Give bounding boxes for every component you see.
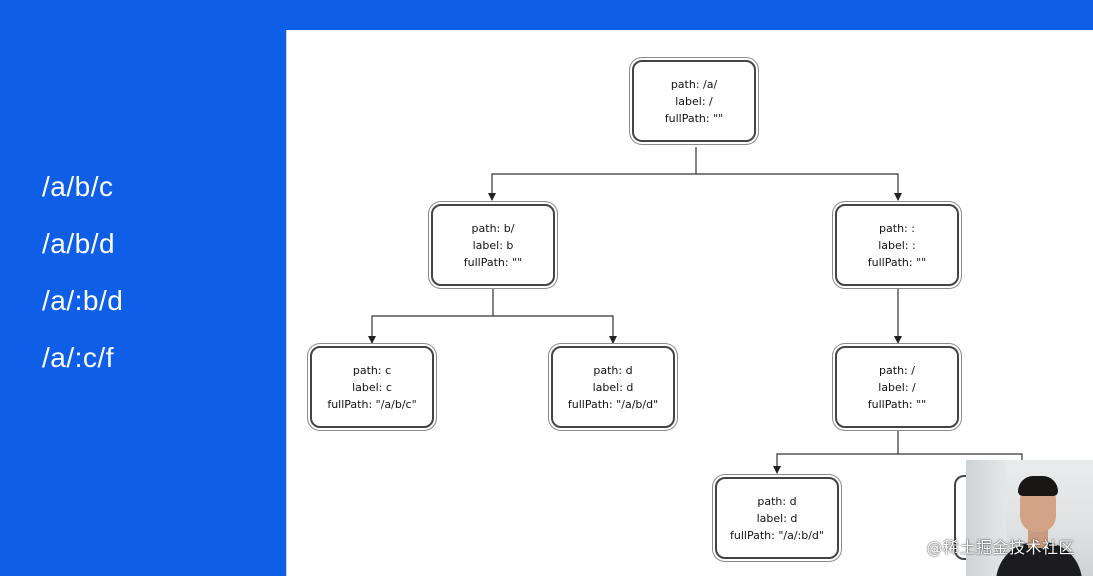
- route-list: /a/b/c /a/b/d /a/:b/d /a/:c/f: [42, 158, 123, 386]
- node-fullpath: fullPath: "/a/b/c": [327, 397, 417, 411]
- video-background: [966, 460, 1006, 576]
- presenter-neck: [1028, 530, 1048, 548]
- node-label: label: /: [878, 380, 916, 394]
- tree-node-colon: path: : label: : fullPath: "": [835, 204, 959, 286]
- node-fullpath: fullPath: "": [867, 397, 927, 411]
- route-item: /a/b/c: [42, 171, 114, 202]
- edge-b-c: [368, 289, 494, 344]
- tree-node-b: path: b/ label: b fullPath: "": [431, 204, 555, 286]
- node-fullpath: fullPath: "/a/b/d": [567, 397, 659, 411]
- watermark-text: @稀土掘金技术社区: [926, 538, 1075, 557]
- edge-root-colon: [696, 173, 902, 201]
- node-path: path: :: [879, 221, 915, 235]
- node-path: path: c: [352, 363, 392, 377]
- node-fullpath: fullPath: "": [664, 111, 724, 125]
- node-path: path: /a/: [670, 77, 718, 91]
- node-label: label: /: [675, 94, 713, 108]
- tree-node-d: path: d label: d fullPath: "/a/b/d": [551, 346, 675, 428]
- node-fullpath: fullPath: "": [463, 255, 523, 269]
- node-path: path: d: [757, 494, 797, 508]
- route-item: /a/b/d: [42, 228, 116, 259]
- diagram-canvas: path: /a/ label: / fullPath: "" path: b/…: [287, 30, 1093, 576]
- tree-node-root: path: /a/ label: / fullPath: "": [632, 60, 756, 142]
- node-label: label: :: [878, 238, 916, 252]
- edge-b-d: [493, 315, 617, 344]
- tree-node-slash: path: / label: / fullPath: "": [835, 346, 959, 428]
- node-fullpath: fullPath: "": [867, 255, 927, 269]
- node-path: path: /: [879, 363, 915, 377]
- presenter-hair: [1018, 476, 1058, 496]
- presenter-video: [966, 460, 1093, 576]
- node-label: label: b: [472, 238, 514, 252]
- edge-root-b: [488, 147, 697, 201]
- node-path: path: d: [593, 363, 633, 377]
- tree-node-d2: path: d label: d fullPath: "/a/:b/d": [715, 477, 839, 559]
- node-label: label: d: [592, 380, 634, 394]
- node-path: path: b/: [471, 221, 515, 235]
- route-item: /a/:b/d: [42, 285, 124, 316]
- node-label: label: c: [352, 380, 392, 394]
- edge-slash-d2: [773, 431, 899, 474]
- node-label: label: d: [756, 511, 798, 525]
- tree-node-c: path: c label: c fullPath: "/a/b/c": [310, 346, 434, 428]
- node-fullpath: fullPath: "/a/:b/d": [730, 528, 824, 542]
- route-item: /a/:c/f: [42, 342, 114, 373]
